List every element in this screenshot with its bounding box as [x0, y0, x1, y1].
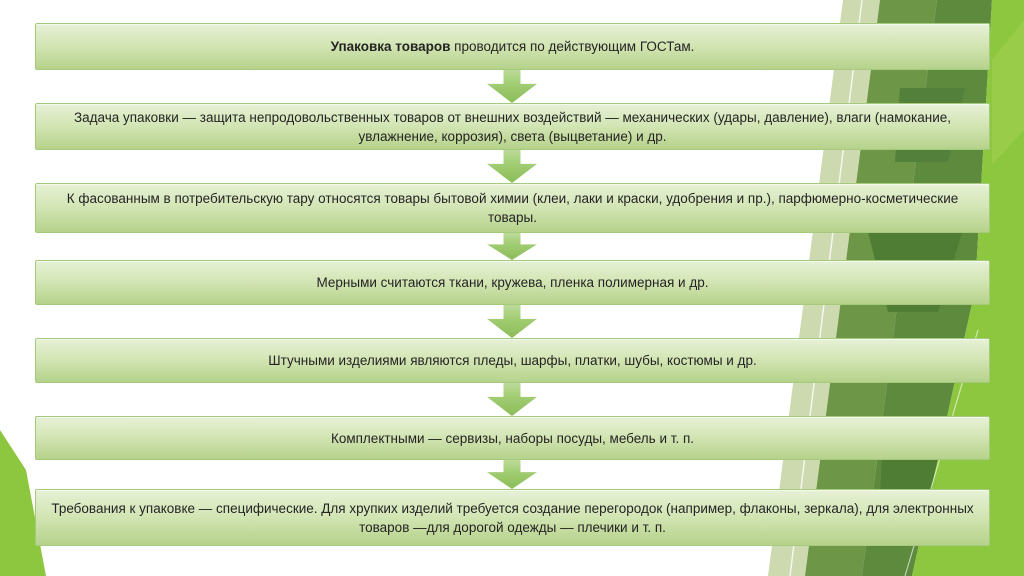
flow-box-1-bold: Упаковка товаров	[330, 39, 451, 54]
down-arrow-icon	[487, 70, 537, 103]
flow-box-6: Комплектными — сервизы, наборы посуды, м…	[35, 416, 990, 460]
flow-box-2: Задача упаковки — защита непродовольстве…	[35, 103, 990, 150]
arrow-zone-4	[0, 305, 1024, 338]
facet-bottom-left-wedge	[0, 430, 46, 576]
flow-box-6-text: Комплектными — сервизы, наборы посуды, м…	[330, 430, 695, 446]
arrow-zone-3	[0, 233, 1024, 260]
arrow-zone-6	[0, 460, 1024, 489]
flow-box-7-text: Требования к упаковке — специфические. Д…	[51, 500, 978, 535]
arrow-zone-2	[0, 150, 1024, 183]
flow-box-3-text: К фасованным в потребительскую тару отно…	[66, 191, 963, 225]
flow-box-4-text: Мерными считаются ткани, кружева, пленка…	[316, 275, 709, 290]
down-arrow-icon	[487, 150, 537, 183]
flow-box-3: К фасованным в потребительскую тару отно…	[35, 183, 990, 233]
flow-box-2-text: Задача упаковки — защита непродовольстве…	[73, 109, 955, 144]
flow-box-1: Упаковка товаров проводится по действующ…	[35, 23, 990, 70]
flow-box-4: Мерными считаются ткани, кружева, пленка…	[35, 260, 990, 305]
arrow-zone-5	[0, 383, 1024, 416]
down-arrow-icon	[487, 460, 537, 489]
down-arrow-icon	[487, 233, 537, 260]
arrow-zone-1	[0, 70, 1024, 103]
flow-box-5: Штучными изделиями являются пледы, шарфы…	[35, 338, 990, 383]
flow-box-5-text: Штучными изделиями являются пледы, шарфы…	[268, 353, 757, 368]
facet-bright-inner	[992, 20, 1024, 165]
flow-box-1-text: Упаковка товаров проводится по действующ…	[330, 39, 695, 54]
down-arrow-icon	[487, 305, 537, 338]
flow-box-7: Требования к упаковке — специфические. Д…	[35, 489, 990, 546]
down-arrow-icon	[487, 383, 537, 416]
